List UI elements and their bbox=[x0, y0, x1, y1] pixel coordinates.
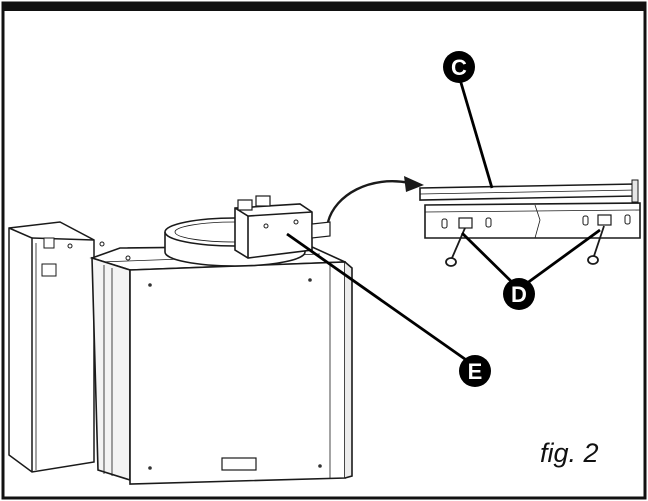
side-panel bbox=[8, 221, 95, 473]
screws-d bbox=[445, 225, 605, 267]
callout-d-marker bbox=[503, 278, 535, 310]
callout-d: D bbox=[503, 278, 535, 310]
callout-c-label: C bbox=[451, 55, 467, 80]
callout-c-marker bbox=[443, 51, 475, 83]
callout-e-label: E bbox=[468, 359, 483, 384]
figure-caption: fig. 2 bbox=[540, 438, 599, 468]
curved-arrow bbox=[326, 180, 411, 223]
rail-assembly bbox=[419, 179, 641, 239]
callout-e: E bbox=[459, 355, 491, 387]
bracket-e bbox=[234, 195, 331, 259]
curved-arrow-head bbox=[404, 176, 424, 192]
leader-lines bbox=[286, 75, 601, 366]
top-border-band bbox=[3, 3, 645, 11]
callout-d-label: D bbox=[511, 282, 527, 307]
callout-c: C bbox=[443, 51, 475, 83]
callout-e-marker bbox=[459, 355, 491, 387]
main-unit bbox=[89, 241, 353, 485]
